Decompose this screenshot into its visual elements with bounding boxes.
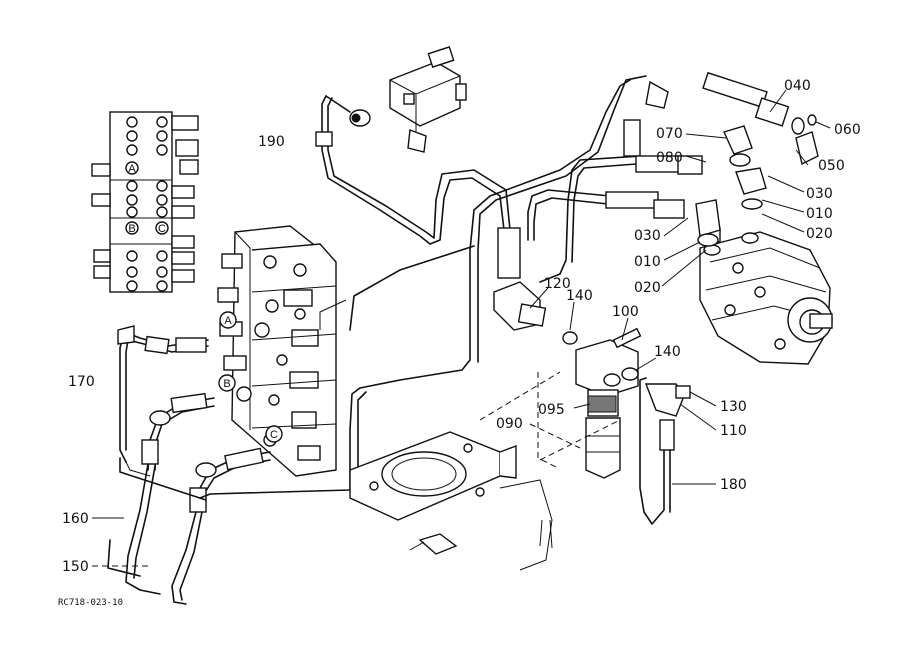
callout-190: 190 xyxy=(258,134,285,150)
callout-020-left: 020 xyxy=(634,280,661,296)
control-valve-inset: A B C xyxy=(91,111,199,293)
callout-labels: 040 060 070 080 050 030 010 020 030 010 … xyxy=(58,78,861,608)
callout-030-right: 030 xyxy=(806,186,833,202)
leader-lines xyxy=(92,89,831,567)
callout-010-left: 010 xyxy=(634,254,661,270)
callout-020-right: 020 xyxy=(806,226,833,242)
pipe-routing xyxy=(107,75,647,577)
pump-fittings xyxy=(605,71,819,247)
port-b-label: B xyxy=(223,378,230,390)
callout-140-right: 140 xyxy=(654,344,681,360)
port-a-label: A xyxy=(224,315,232,327)
inset-port-c-label: C xyxy=(158,223,166,235)
callout-130: 130 xyxy=(720,399,747,415)
callout-070: 070 xyxy=(656,126,683,142)
base-plate xyxy=(349,371,621,571)
callout-050: 050 xyxy=(818,158,845,174)
hydraulic-pump xyxy=(699,227,833,365)
callout-030-left: 030 xyxy=(634,228,661,244)
callout-040: 040 xyxy=(784,78,811,94)
inset-port-b-label: B xyxy=(128,223,135,235)
callout-180: 180 xyxy=(720,477,747,493)
callout-060: 060 xyxy=(834,122,861,138)
callout-140-top: 140 xyxy=(566,288,593,304)
callout-095: 095 xyxy=(538,402,565,418)
callout-110: 110 xyxy=(720,423,747,439)
hose-group-left xyxy=(117,325,271,605)
center-fittings xyxy=(493,227,642,479)
figure-code: RC718-023-10 xyxy=(58,598,123,608)
inset-port-a-label: A xyxy=(128,163,136,175)
callout-150: 150 xyxy=(62,559,89,575)
callout-160: 160 xyxy=(62,511,89,527)
hose-180-assembly xyxy=(639,377,691,525)
callout-080: 080 xyxy=(656,150,683,166)
callout-010-right: 010 xyxy=(806,206,833,222)
port-c-label: C xyxy=(270,429,278,441)
control-valve-block: A B C xyxy=(217,225,337,477)
solenoid-valve-190 xyxy=(315,46,467,153)
callout-120: 120 xyxy=(544,276,571,292)
callout-170: 170 xyxy=(68,374,95,390)
callout-090: 090 xyxy=(496,416,523,432)
callout-100: 100 xyxy=(612,304,639,320)
